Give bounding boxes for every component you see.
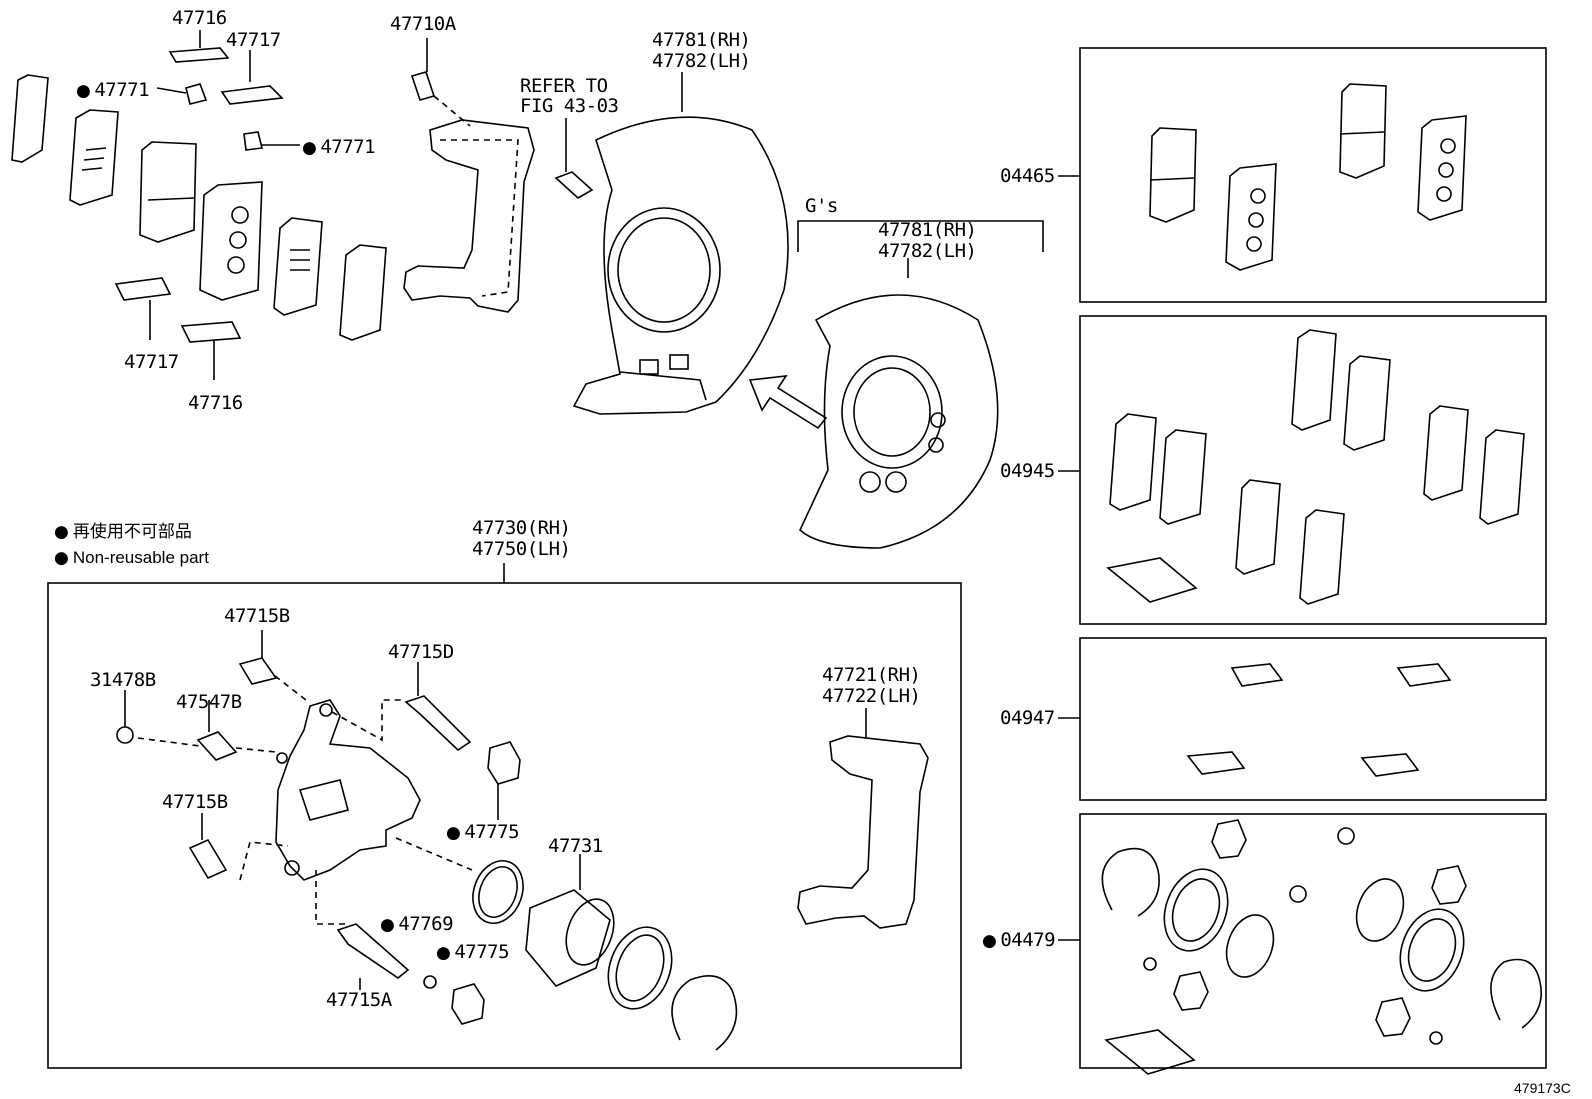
label-47781-rh-b[interactable]: 47781(RH)	[878, 219, 977, 241]
arrow-icon	[748, 375, 828, 430]
refer-text-line2: FIG 43-03	[520, 95, 619, 117]
label-47782-lh-b[interactable]: 47782(LH)	[878, 240, 977, 262]
kit-box-04947	[1079, 637, 1547, 801]
legend-japanese: 再使用不可部品	[54, 522, 192, 542]
kit-04947-contents	[1186, 663, 1452, 777]
pad-shim-group	[11, 47, 387, 343]
label-47715A[interactable]: 47715A	[326, 989, 392, 1011]
label-47710A[interactable]: 47710A	[390, 13, 456, 35]
label-47716-bottom[interactable]: 47716	[188, 392, 243, 414]
label-47782-lh-a[interactable]: 47782(LH)	[652, 50, 751, 72]
dust-shield-lh	[799, 294, 999, 549]
kit-label-04479[interactable]: 04479	[982, 930, 1055, 951]
label-47547B[interactable]: 47547B	[176, 691, 242, 713]
gs-label: G's	[805, 195, 838, 217]
label-47769[interactable]: 47769	[380, 914, 453, 935]
label-47731[interactable]: 47731	[548, 835, 603, 857]
kit-04945-contents	[1106, 329, 1525, 605]
label-47715B-mid[interactable]: 47715B	[162, 791, 228, 813]
caliper-bracket-lower	[797, 735, 929, 929]
kit-label-04947[interactable]: 04947	[1000, 707, 1055, 729]
kit-box-04465	[1079, 47, 1547, 303]
label-47775-a[interactable]: 47775	[446, 822, 519, 843]
label-47722-lh[interactable]: 47722(LH)	[822, 685, 921, 707]
label-47716-top[interactable]: 47716	[172, 7, 227, 29]
label-47750-lh[interactable]: 47750(LH)	[472, 538, 571, 560]
kit-04465-contents	[1149, 83, 1467, 271]
legend-english: Non-reusable part	[54, 548, 209, 568]
label-47775-b[interactable]: 47775	[436, 942, 509, 963]
label-47771-left[interactable]: 47771	[76, 80, 149, 101]
refer-text-line1: REFER TO	[520, 75, 608, 97]
diagram-code: 479173C	[1514, 1080, 1571, 1096]
caliper-bracket-top	[403, 119, 535, 313]
kit-04479-contents	[1101, 819, 1542, 1075]
dust-shield-rh	[572, 116, 789, 415]
label-31478B[interactable]: 31478B	[90, 669, 156, 691]
label-47721-rh[interactable]: 47721(RH)	[822, 664, 921, 686]
kit-label-04465[interactable]: 04465	[1000, 165, 1055, 187]
label-47717-bottom[interactable]: 47717	[124, 351, 179, 373]
label-47771-right[interactable]: 47771	[302, 137, 375, 158]
label-47715D[interactable]: 47715D	[388, 641, 454, 663]
kit-box-04945	[1079, 315, 1547, 625]
label-47781-rh-a[interactable]: 47781(RH)	[652, 29, 751, 51]
label-47730-rh[interactable]: 47730(RH)	[472, 517, 571, 539]
label-47717-top[interactable]: 47717	[226, 29, 281, 51]
label-47715B-top[interactable]: 47715B	[224, 605, 290, 627]
kit-box-04479	[1079, 813, 1547, 1069]
kit-label-04945[interactable]: 04945	[1000, 460, 1055, 482]
caliper-body	[275, 699, 421, 881]
